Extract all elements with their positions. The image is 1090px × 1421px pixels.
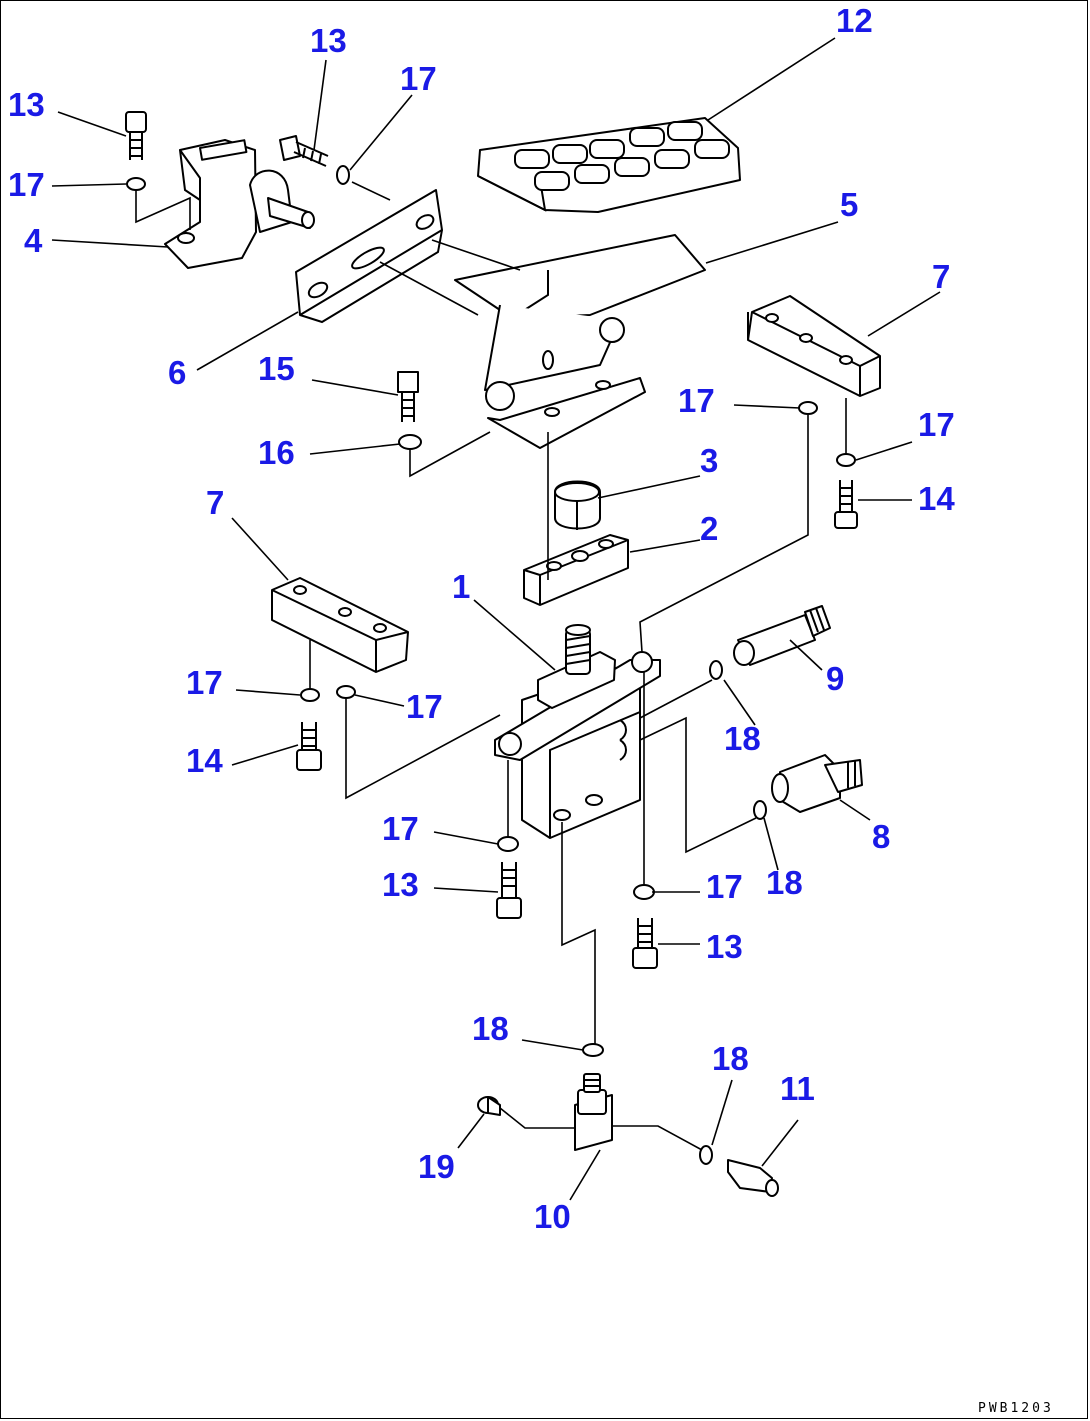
callout-18: 18	[712, 1040, 749, 1077]
callout-3: 3	[700, 442, 718, 479]
callout-17: 17	[400, 60, 437, 97]
callout-17: 17	[706, 868, 743, 905]
part-1-valve-body	[494, 624, 661, 839]
bolt-15	[397, 371, 419, 422]
part-5-pedal-arm	[454, 234, 706, 449]
callout-17: 17	[382, 810, 419, 847]
part-7-block-upper	[747, 295, 881, 397]
part-9-fitting	[733, 605, 831, 666]
callout-17: 17	[406, 688, 443, 725]
part-10-sensor-block	[574, 1073, 613, 1151]
callout-17: 17	[678, 382, 715, 419]
bolt-13-lower-right	[632, 918, 658, 969]
callout-1: 1	[452, 568, 470, 605]
callout-19: 19	[418, 1148, 455, 1185]
callout-14: 14	[186, 742, 223, 779]
callout-18: 18	[724, 720, 761, 757]
part-2-plate	[523, 534, 629, 606]
callout-10: 10	[534, 1198, 571, 1235]
drawing-code: PWB1203	[978, 1401, 1054, 1416]
callout-12: 12	[836, 2, 873, 39]
bolt-13-top	[279, 135, 329, 167]
callout-4: 4	[24, 222, 43, 259]
callout-14: 14	[918, 480, 955, 517]
callout-6: 6	[168, 354, 186, 391]
bolt-13-top-left	[125, 111, 147, 160]
callout-17: 17	[918, 406, 955, 443]
callout-18: 18	[472, 1010, 509, 1047]
bolt-14-right	[834, 480, 858, 529]
callout-16: 16	[258, 434, 295, 471]
bolt-14-left	[296, 722, 322, 771]
callout-13: 13	[382, 866, 419, 903]
part-4-hinge-block	[164, 139, 315, 269]
callout-13: 13	[310, 22, 347, 59]
callout-8: 8	[872, 818, 890, 855]
callout-17: 17	[186, 664, 223, 701]
callout-13: 13	[706, 928, 743, 965]
callout-7: 7	[206, 484, 224, 521]
assembly-guide-lines	[135, 181, 847, 1151]
part-3-nut	[554, 480, 601, 530]
leader-lines	[51, 37, 941, 1201]
callout-17: 17	[8, 166, 45, 203]
callout-18: 18	[766, 864, 803, 901]
callout-9: 9	[826, 660, 844, 697]
bolt-13-lower-left	[496, 862, 522, 919]
callout-numbers: 13 17 12 13 17 4 5 7 6 15 17 17 16 3 14 …	[8, 2, 955, 1235]
part-11-switch	[727, 1159, 779, 1197]
part-7-block-left	[271, 577, 409, 673]
part-6-bracket-plate	[295, 189, 443, 324]
callout-15: 15	[258, 350, 295, 387]
washers-and-o-rings	[126, 165, 856, 1165]
callout-7: 7	[932, 258, 950, 295]
part-8-elbow-fitting	[771, 754, 863, 813]
callout-13: 13	[8, 86, 45, 123]
part-19-plug	[477, 1096, 501, 1116]
callout-11: 11	[780, 1070, 815, 1107]
part-12-pedal-pad	[477, 117, 741, 213]
callout-5: 5	[840, 186, 858, 223]
callout-2: 2	[700, 510, 718, 547]
